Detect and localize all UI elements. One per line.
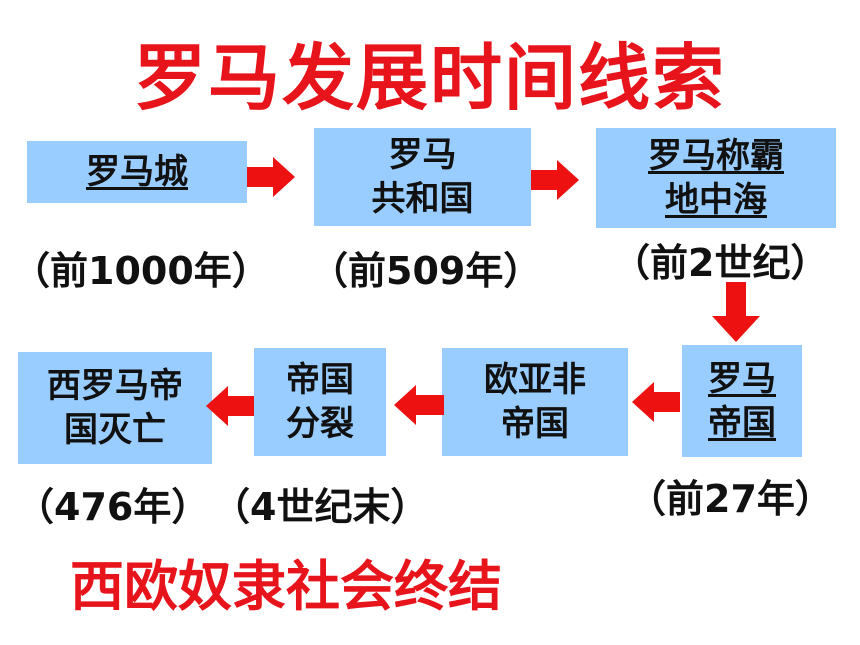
arrow-right-1 bbox=[247, 157, 295, 197]
arrow-down bbox=[712, 282, 760, 342]
node-republic: 罗马 共和国 bbox=[314, 128, 531, 226]
node-split-label-1: 帝国 bbox=[286, 359, 354, 400]
arrow-left-1 bbox=[632, 382, 680, 422]
node-empire-label-1: 罗马 bbox=[708, 358, 776, 399]
date-rome-city: （前1000年） bbox=[12, 249, 270, 293]
node-rome-city-label: 罗马城 bbox=[86, 151, 188, 192]
arrow-right-2 bbox=[531, 160, 579, 200]
arrow-left-3 bbox=[206, 386, 254, 426]
date-empire: （前27年） bbox=[628, 477, 833, 521]
footer-conclusion: 西欧奴隶社会终结 bbox=[70, 555, 502, 618]
node-republic-label-1: 罗马 bbox=[388, 134, 457, 175]
node-mediterranean: 罗马称霸 地中海 bbox=[596, 128, 836, 228]
node-rome-city: 罗马城 bbox=[27, 141, 247, 203]
date-west-fall: （476年） bbox=[16, 485, 210, 529]
node-eurasia-africa-label-1: 欧亚非 bbox=[484, 359, 586, 400]
node-eurasia-africa-label-2: 帝国 bbox=[501, 404, 569, 444]
date-split: （4世纪末） bbox=[212, 485, 429, 529]
node-eurasia-africa: 欧亚非 帝国 bbox=[442, 348, 628, 456]
arrow-left-2 bbox=[394, 385, 444, 425]
node-west-fall: 西罗马帝 国灭亡 bbox=[18, 352, 212, 464]
node-split: 帝国 分裂 bbox=[254, 348, 386, 456]
node-west-fall-label-1: 西罗马帝 bbox=[47, 365, 183, 406]
node-mediterranean-label-1: 罗马称霸 bbox=[648, 135, 784, 176]
diagram-title: 罗马发展时间线索 bbox=[133, 36, 726, 120]
date-mediterranean: （前2世纪） bbox=[612, 241, 829, 285]
date-republic: （前509年） bbox=[310, 249, 542, 293]
node-split-label-2: 分裂 bbox=[286, 404, 354, 444]
node-empire: 罗马 帝国 bbox=[682, 345, 802, 457]
node-empire-label-2: 帝国 bbox=[708, 403, 776, 443]
node-mediterranean-label-2: 地中海 bbox=[665, 180, 767, 220]
node-republic-label-2: 共和国 bbox=[371, 179, 474, 219]
node-west-fall-label-2: 国灭亡 bbox=[64, 410, 166, 450]
